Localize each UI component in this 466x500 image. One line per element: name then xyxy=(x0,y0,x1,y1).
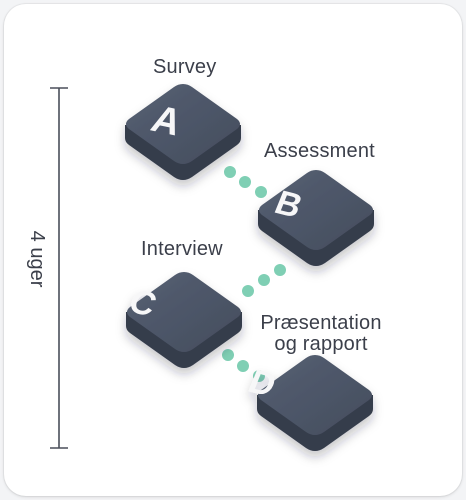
duration-bracket xyxy=(50,87,68,449)
step-title-a: Survey xyxy=(153,56,217,78)
step-tile-d: D xyxy=(243,355,373,451)
connector-b-c xyxy=(242,264,286,297)
step-tile-a: A xyxy=(125,84,241,180)
diagram-card xyxy=(4,4,462,496)
step-tile-b: B xyxy=(258,170,374,266)
connector-c-d xyxy=(222,349,265,382)
step-title-b: Assessment xyxy=(264,140,375,162)
connector-a-b xyxy=(224,166,267,198)
step-title-d-line1: Præsentation xyxy=(260,312,382,334)
step-title-d: Præsentation og rapport xyxy=(260,313,382,355)
step-tile-c: C xyxy=(124,272,242,368)
step-title-c: Interview xyxy=(141,238,223,260)
step-title-d-line2: og rapport xyxy=(274,333,368,355)
duration-label: 4 uger xyxy=(26,230,48,288)
